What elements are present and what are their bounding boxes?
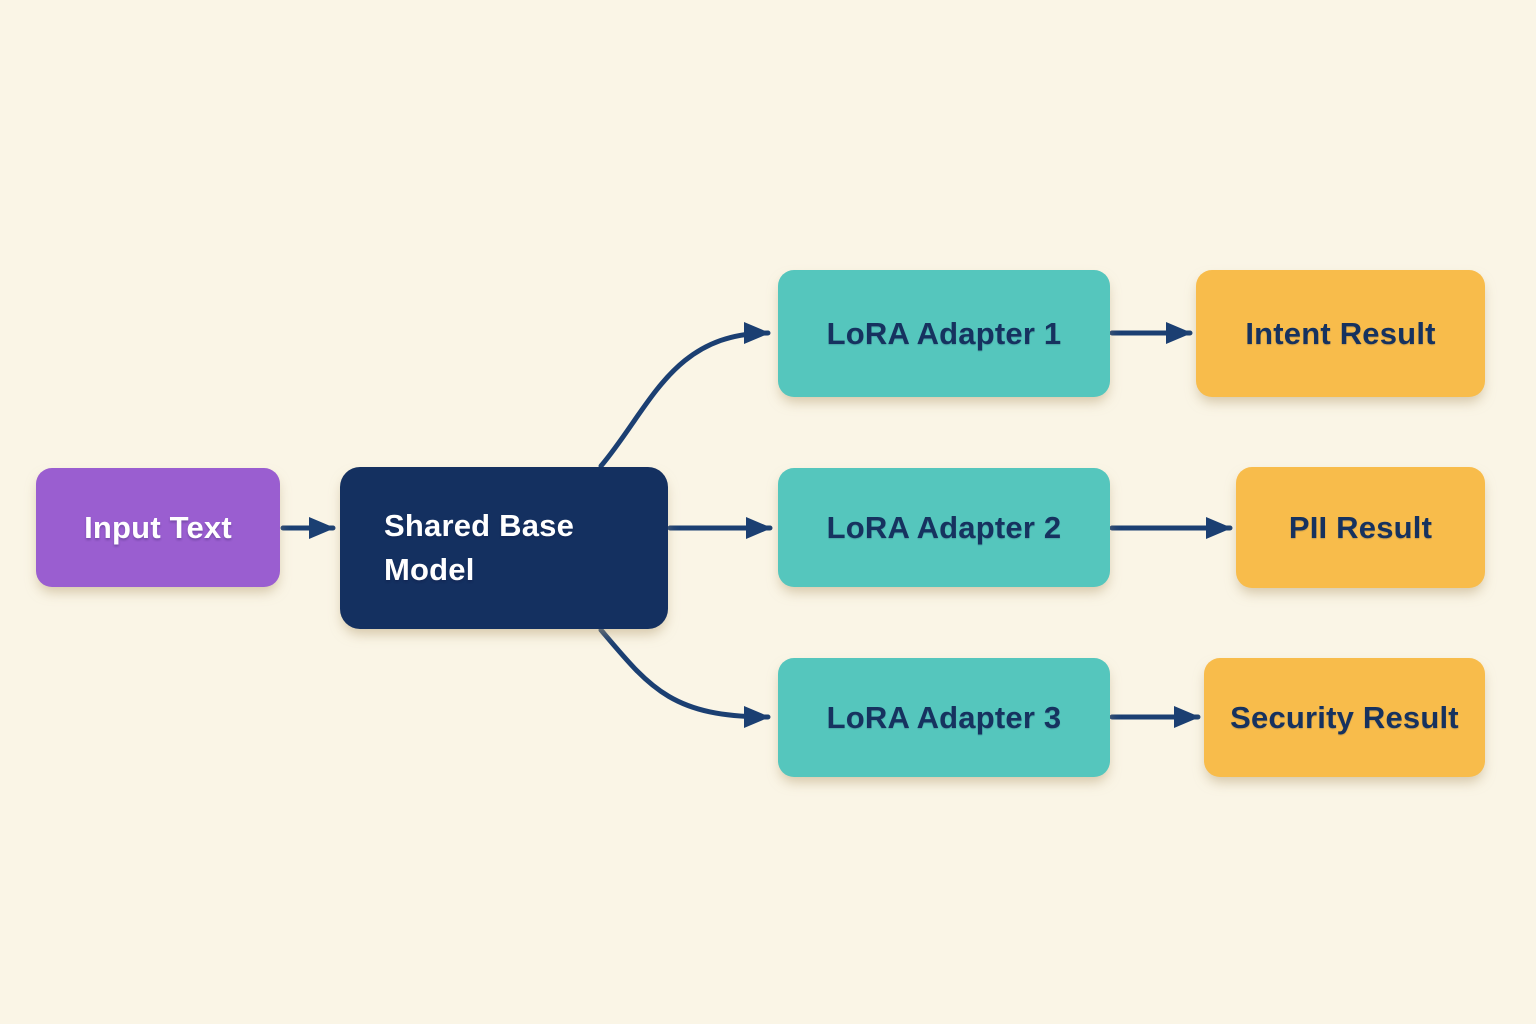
node-input-text-label: Input Text [84,509,232,545]
node-lora-adapter-2-label: LoRA Adapter 2 [826,509,1062,545]
node-lora-adapter-1: LoRA Adapter 1 [778,270,1110,397]
node-intent-result: Intent Result [1196,270,1485,397]
node-pii-result-label: PII Result [1288,509,1433,545]
node-security-result: Security Result [1204,658,1485,777]
node-lora-adapter-2: LoRA Adapter 2 [778,468,1110,587]
node-pii-result: PII Result [1236,467,1485,588]
node-lora-adapter-3: LoRA Adapter 3 [778,658,1110,777]
node-lora-adapter-1-label: LoRA Adapter 1 [826,315,1062,351]
node-lora-adapter-3-label: LoRA Adapter 3 [826,699,1062,735]
node-input-text: Input Text [36,468,280,587]
node-intent-result-label: Intent Result [1245,315,1436,351]
edge-base-to-adapter1 [598,322,771,469]
edge-base-to-adapter3 [598,627,771,728]
node-security-result-label: Security Result [1230,699,1459,735]
node-shared-base-model-label: Shared Base Model [384,507,575,587]
node-shared-base-model: Shared Base Model [340,467,668,629]
